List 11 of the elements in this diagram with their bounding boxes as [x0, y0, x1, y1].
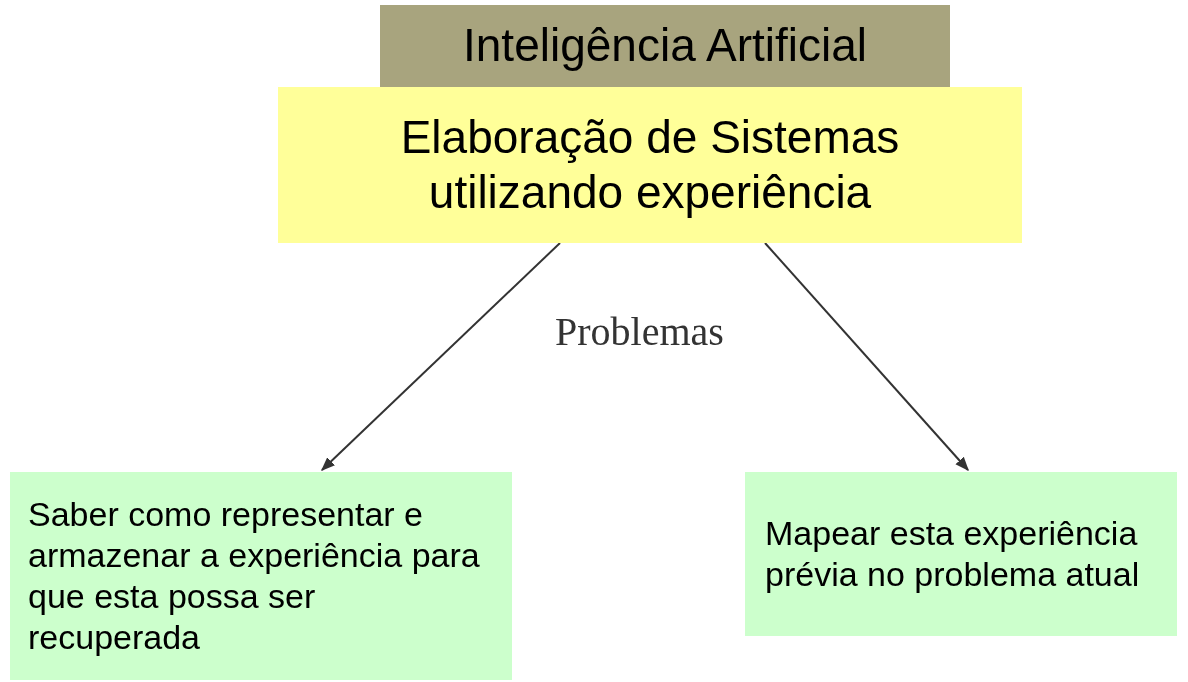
- title-banner: [380, 5, 950, 87]
- process-box: [278, 87, 1022, 243]
- arrow: [764, 242, 969, 472]
- node-text: Inteligência Artificial: [463, 18, 867, 74]
- annotation-text: Problemas: [555, 308, 724, 355]
- node-text: Mapear esta experiência prévia no problema atual: [765, 513, 1141, 595]
- process-box: [10, 472, 512, 680]
- node-text: Elaboração de Sistemas utilizando experiência: [399, 109, 901, 220]
- process-box: [745, 472, 1177, 636]
- node-text: Saber como representar e armazenar a experiência para que esta possa ser recuperada: [28, 494, 481, 658]
- arrow: [321, 242, 561, 471]
